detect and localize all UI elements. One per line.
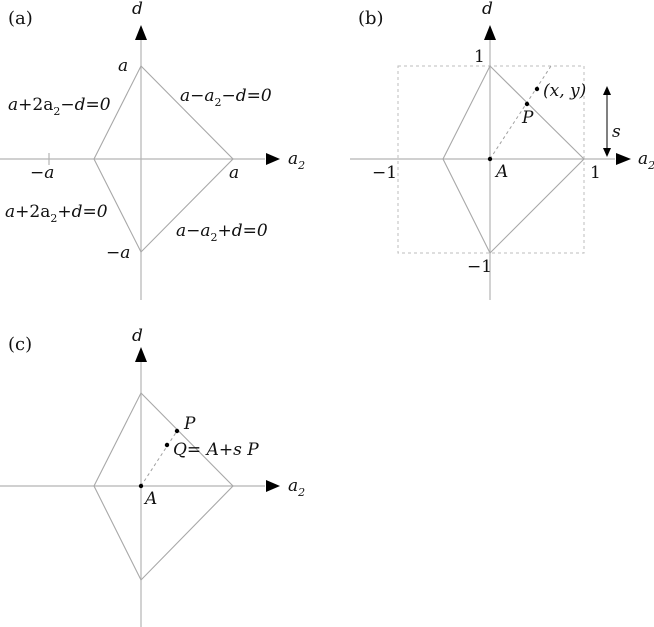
panel-b-point-a-label: A bbox=[494, 162, 508, 182]
panel-b-point-xy bbox=[534, 86, 540, 92]
panel-a-eq-top-right: a−a2−d=0 bbox=[180, 86, 272, 109]
panel-a-tag: (a) bbox=[8, 8, 33, 29]
panel-b-point-p bbox=[524, 101, 530, 107]
panel-c-point-q-label: Q= A+s P bbox=[173, 440, 259, 460]
panel-b-tag: (b) bbox=[358, 8, 384, 29]
panel-a-axis-x-label: a2 bbox=[288, 149, 305, 172]
panel-c-axis-y-label: d bbox=[132, 326, 143, 346]
panel-c-tag: (c) bbox=[8, 334, 32, 355]
panel-b-ray bbox=[489, 65, 552, 160]
panel-b-point-p-label: P bbox=[521, 108, 534, 128]
panel-c-point-p bbox=[174, 428, 180, 434]
panel-c-feasible-region bbox=[93, 392, 234, 581]
panel-b-tick-top-label: 1 bbox=[474, 47, 485, 67]
panel-b-x-arrow-icon bbox=[616, 153, 631, 165]
panel-c-point-p-label: P bbox=[183, 414, 196, 434]
panel-a-y-arrow-icon bbox=[135, 25, 147, 40]
panel-b-tick-bottom-label: −1 bbox=[467, 257, 492, 277]
panel-b-bounding-square bbox=[397, 65, 585, 254]
panel-c-point-a bbox=[138, 483, 144, 489]
panel-b-tick-right-label: 1 bbox=[590, 163, 601, 183]
panel-a-tick-right-label: a bbox=[229, 163, 239, 183]
panel-b-axis-y-label: d bbox=[482, 0, 493, 19]
panel-b: (b) d a2 1 −1 −1 1 (x, y) P A s bbox=[350, 0, 654, 300]
panel-a-eq-bottom-left: a+2a2+d=0 bbox=[5, 202, 108, 225]
panel-b-scale-up-arrow-icon bbox=[603, 86, 611, 95]
panel-c-point-q bbox=[164, 442, 170, 448]
panel-c-y-arrow-icon bbox=[135, 347, 147, 362]
panel-b-y-arrow-icon bbox=[484, 25, 496, 40]
panel-a-tick-bottom-label: −a bbox=[106, 243, 130, 263]
panel-a-eq-bottom-right: a−a2+d=0 bbox=[176, 221, 268, 244]
panel-b-tick-left-label: −1 bbox=[372, 163, 397, 183]
panel-a-eq-top-left: a+2a2−d=0 bbox=[8, 95, 111, 118]
panel-a: (a) d a2 a −a −a a a+2a2−d=0 a−a2−d=0 a+… bbox=[0, 0, 305, 300]
panel-c-axis-x-label: a2 bbox=[288, 476, 305, 499]
panel-a-axis-y-label: d bbox=[132, 0, 143, 19]
panel-c-point-a-label: A bbox=[143, 489, 157, 509]
panel-b-axis-x-label: a2 bbox=[638, 149, 654, 172]
panel-b-point-xy-label: (x, y) bbox=[543, 81, 586, 101]
panel-b-scale-down-arrow-icon bbox=[603, 148, 611, 157]
panel-b-scale-label: s bbox=[612, 122, 621, 142]
panel-a-tick-top-label: a bbox=[118, 56, 128, 76]
panel-b-feasible-region bbox=[442, 65, 585, 254]
panel-a-x-arrow-icon bbox=[266, 153, 280, 165]
panel-c-x-arrow-icon bbox=[266, 480, 280, 492]
panel-a-tick-left-label: −a bbox=[30, 163, 54, 183]
panel-a-feasible-region bbox=[93, 65, 234, 253]
panel-c-segment bbox=[140, 430, 178, 487]
panel-b-point-a bbox=[487, 156, 493, 162]
panel-c: (c) d a2 P Q= A+s P A bbox=[0, 326, 305, 627]
